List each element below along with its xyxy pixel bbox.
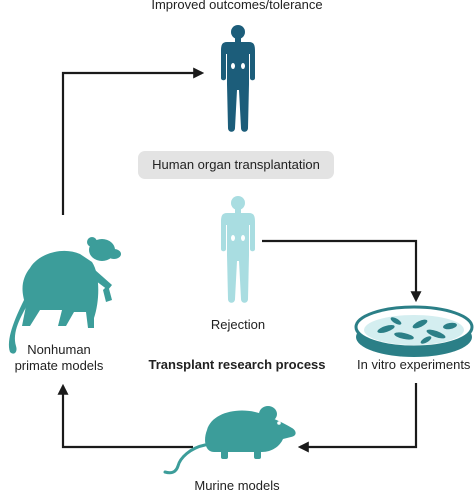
nhp-label-line2: primate models <box>14 358 104 373</box>
murine-models-label: Murine models <box>194 478 280 493</box>
arrow-invitro-to-murine <box>297 383 418 453</box>
diagram-title: Transplant research process <box>148 357 326 372</box>
petri-dish-icon <box>354 305 474 357</box>
in-vitro-label: In vitro experiments <box>357 357 471 372</box>
monkey-icon <box>8 237 121 354</box>
improved-outcomes-label: Improved outcomes/tolerance <box>151 0 323 12</box>
organ-transplantation-label: Human organ transplantation <box>138 151 334 179</box>
rejection-label: Rejection <box>210 317 266 332</box>
pill-text: Human organ transplantation <box>152 157 320 172</box>
arrow-nhp-to-human <box>61 67 205 215</box>
human-figure-rejection-icon <box>221 196 255 303</box>
nhp-label-line1: Nonhuman <box>27 342 91 357</box>
arrow-murine-to-nhp <box>57 383 193 449</box>
mouse-icon <box>163 406 296 475</box>
human-figure-icon <box>221 25 255 132</box>
arrow-rejection-to-invitro <box>262 239 422 303</box>
cycle-arrows <box>57 67 422 453</box>
